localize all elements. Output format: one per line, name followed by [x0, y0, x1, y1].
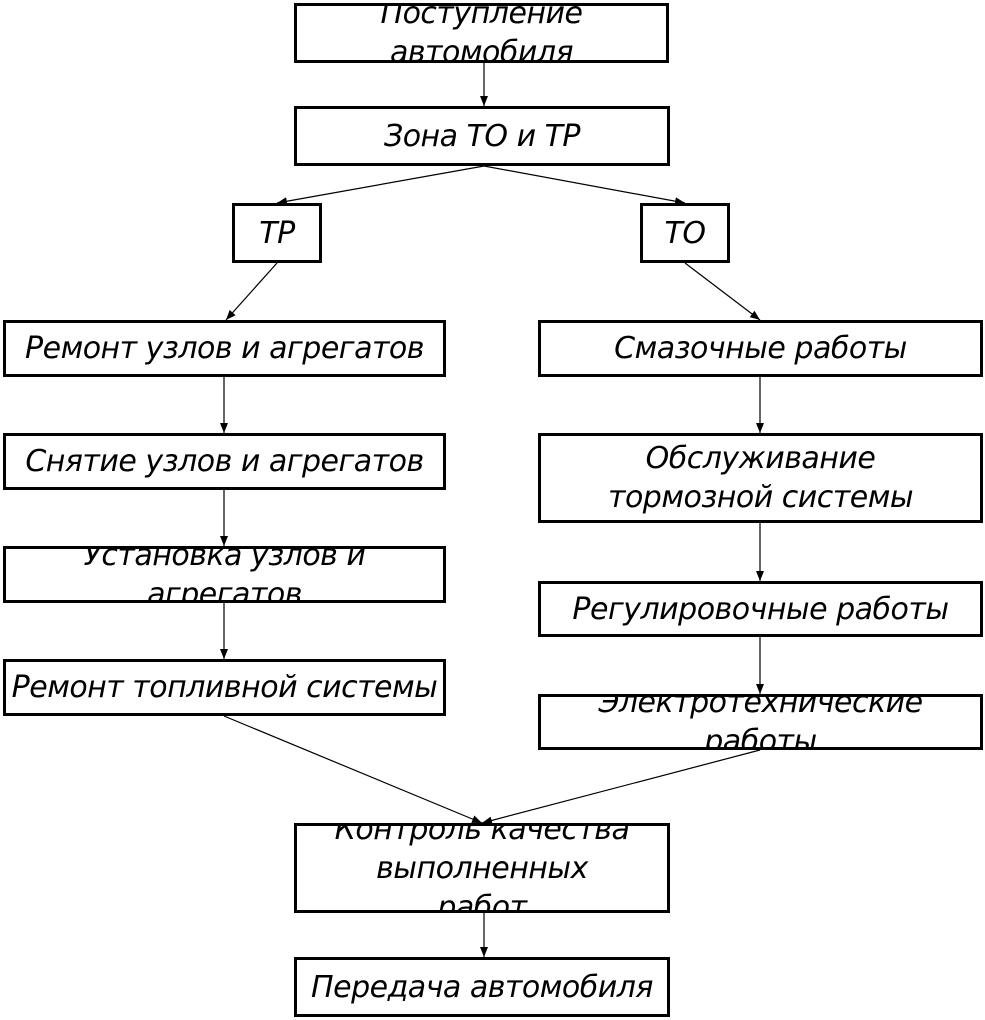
node-lubrication-label: Смазочные работы	[614, 331, 907, 366]
node-quality-control: Контроль качества выполненных работ	[294, 823, 670, 913]
node-adjustment-label: Регулировочные работы	[572, 591, 949, 627]
arrow-fuel-to-quality	[223, 715, 483, 824]
arrow-to-to-lubrication	[684, 262, 761, 321]
node-removal-units-label: Снятие узлов и агрегатов	[25, 444, 424, 479]
arrow-electrical-to-quality	[481, 749, 761, 825]
node-brake-service: Обслуживание тормозной системы	[538, 433, 983, 523]
node-removal-units: Снятие узлов и агрегатов	[3, 433, 446, 490]
node-zone-to-tr: Зона ТО и ТР	[294, 106, 670, 166]
node-fuel-repair-label: Ремонт топливной системы	[11, 670, 438, 705]
node-install-units: Установка узлов и агрегатов	[3, 546, 446, 603]
node-electrical: Электротехнические работы	[538, 694, 983, 750]
arrow-tr-to-repair	[225, 262, 278, 321]
node-fuel-repair: Ремонт топливной системы	[3, 659, 446, 716]
node-adjustment: Регулировочные работы	[538, 581, 983, 637]
node-arrival-label: Поступление автомобиля	[380, 3, 583, 63]
node-repair-units-label: Ремонт узлов и агрегатов	[25, 331, 424, 366]
node-electrical-label: Электротехнические работы	[598, 694, 923, 750]
node-brake-service-label: Обслуживание тормозной системы	[607, 441, 914, 515]
node-to: ТО	[640, 203, 730, 263]
arrow-zone-to-to	[483, 165, 686, 206]
node-tr-label: ТР	[259, 215, 295, 251]
node-lubrication: Смазочные работы	[538, 320, 983, 377]
node-quality-control-label: Контроль качества выполненных работ	[334, 823, 630, 913]
node-repair-units: Ремонт узлов и агрегатов	[3, 320, 446, 377]
node-tr: ТР	[232, 203, 322, 263]
node-handover: Передача автомобиля	[294, 957, 670, 1017]
node-install-units-label: Установка узлов и агрегатов	[83, 546, 366, 603]
node-to-label: ТО	[664, 215, 706, 251]
node-arrival: Поступление автомобиля	[294, 3, 669, 63]
arrow-zone-to-tr	[276, 165, 485, 206]
node-zone-label: Зона ТО и ТР	[383, 118, 581, 154]
node-handover-label: Передача автомобиля	[311, 969, 653, 1005]
